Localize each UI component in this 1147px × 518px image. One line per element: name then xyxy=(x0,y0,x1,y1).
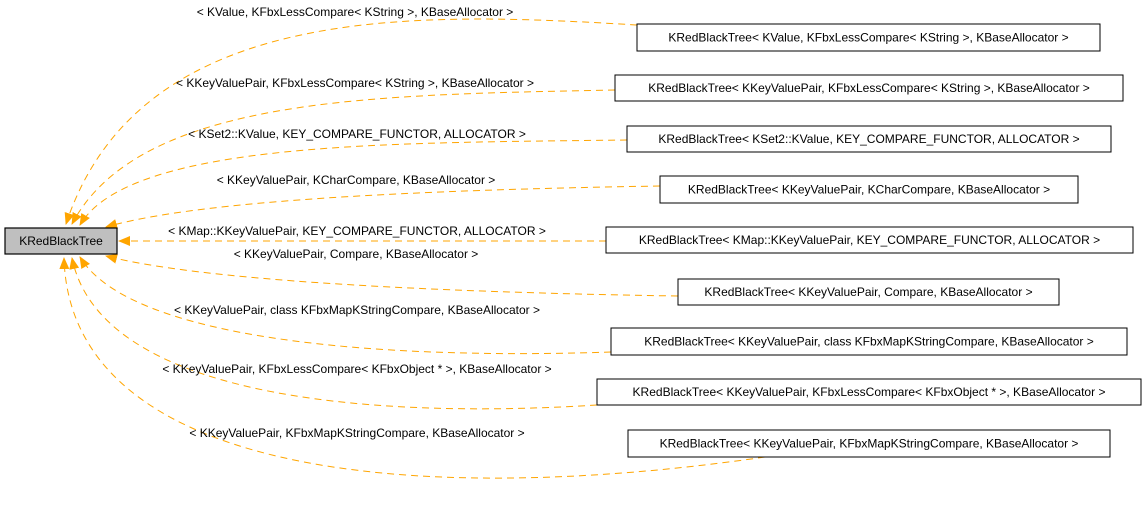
child-class-node[interactable]: KRedBlackTree< KKeyValuePair, class KFbx… xyxy=(610,327,1128,356)
edge-label: < KKeyValuePair, KFbxLessCompare< KFbxOb… xyxy=(162,362,551,376)
child-class-label: KRedBlackTree< KKeyValuePair, KCharCompa… xyxy=(688,183,1050,197)
inheritance-edge xyxy=(79,256,612,355)
child-class-label: KRedBlackTree< KSet2::KValue, KEY_COMPAR… xyxy=(658,132,1079,146)
inheritance-edge xyxy=(105,253,679,297)
child-class-label: KRedBlackTree< KKeyValuePair, KFbxMapKSt… xyxy=(660,437,1079,451)
child-class-node[interactable]: KRedBlackTree< KKeyValuePair, KFbxLessCo… xyxy=(614,74,1124,102)
edge-label: < KKeyValuePair, Compare, KBaseAllocator… xyxy=(234,247,479,261)
child-class-node[interactable]: KRedBlackTree< KMap::KKeyValuePair, KEY_… xyxy=(605,226,1134,254)
inheritance-edge xyxy=(59,257,766,479)
child-class-node[interactable]: KRedBlackTree< KKeyValuePair, KFbxMapKSt… xyxy=(627,429,1111,458)
edge-label: < KValue, KFbxLessCompare< KString >, KB… xyxy=(197,5,514,19)
child-class-label: KRedBlackTree< KKeyValuePair, Compare, K… xyxy=(704,285,1032,299)
edge-label: < KSet2::KValue, KEY_COMPARE_FUNCTOR, AL… xyxy=(188,127,526,141)
edge-label: < KKeyValuePair, KCharCompare, KBaseAllo… xyxy=(217,173,496,187)
root-node-label: KRedBlackTree xyxy=(19,234,103,248)
inheritance-edge xyxy=(64,18,638,225)
child-class-node[interactable]: KRedBlackTree< KKeyValuePair, KFbxLessCo… xyxy=(596,378,1142,406)
inheritance-edge xyxy=(71,89,616,225)
child-class-label: KRedBlackTree< KMap::KKeyValuePair, KEY_… xyxy=(639,233,1100,247)
child-class-node[interactable]: KRedBlackTree< KValue, KFbxLessCompare< … xyxy=(636,23,1101,52)
child-class-node[interactable]: KRedBlackTree< KKeyValuePair, KCharCompa… xyxy=(659,175,1079,204)
root-node[interactable]: KRedBlackTree xyxy=(4,227,118,255)
child-class-label: KRedBlackTree< KKeyValuePair, KFbxLessCo… xyxy=(648,81,1090,95)
child-class-label: KRedBlackTree< KValue, KFbxLessCompare< … xyxy=(668,31,1068,45)
child-class-label: KRedBlackTree< KKeyValuePair, class KFbx… xyxy=(644,335,1094,349)
inheritance-edge xyxy=(79,139,628,226)
inheritance-edge xyxy=(105,185,661,229)
edge-label: < KKeyValuePair, KFbxMapKStringCompare, … xyxy=(189,426,524,440)
child-class-node[interactable]: KRedBlackTree< KKeyValuePair, Compare, K… xyxy=(677,278,1060,306)
child-class-label: KRedBlackTree< KKeyValuePair, KFbxLessCo… xyxy=(633,385,1106,399)
edge-label: < KKeyValuePair, class KFbxMapKStringCom… xyxy=(174,303,540,317)
inheritance-edge xyxy=(69,257,598,410)
edge-label: < KKeyValuePair, KFbxLessCompare< KStrin… xyxy=(176,76,534,90)
edge-label: < KMap::KKeyValuePair, KEY_COMPARE_FUNCT… xyxy=(168,224,546,238)
child-class-node[interactable]: KRedBlackTree< KSet2::KValue, KEY_COMPAR… xyxy=(626,125,1112,153)
